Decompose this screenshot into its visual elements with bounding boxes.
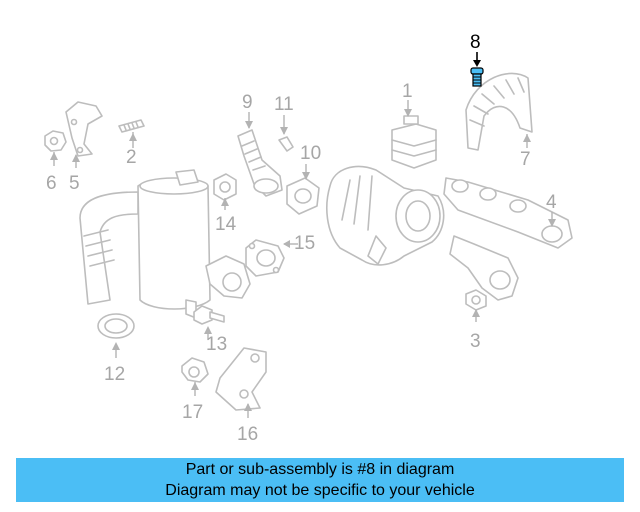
callout-1: 1 [402, 81, 413, 102]
part-7-heat-shield: 7 [465, 72, 533, 170]
callout-5: 5 [69, 173, 80, 194]
part-15-gasket: 15 [245, 233, 315, 277]
callout-16: 16 [237, 424, 258, 445]
banner-line-2: Diagram may not be specific to your vehi… [165, 482, 475, 499]
bolt-head [470, 67, 484, 75]
callout-7: 7 [520, 149, 531, 170]
part-2-stud: 2 [118, 119, 145, 168]
callout-2: 2 [126, 147, 137, 168]
part-4-manifold-gasket: 4 [443, 177, 573, 249]
part-14-nut: 14 [213, 173, 237, 235]
part-10-gasket: 10 [286, 143, 321, 215]
callout-14: 14 [215, 214, 237, 235]
exploded-parts-diagram: 6 5 2 9 11 10 [44, 32, 573, 445]
part-12-catalytic-converter: 12 [79, 169, 251, 385]
callout-10: 10 [300, 143, 321, 164]
info-banner: Part or sub-assembly is #8 in diagram Di… [16, 458, 624, 502]
part-6-nut: 6 [44, 130, 67, 194]
callout-9: 9 [242, 92, 253, 113]
part-8-bolt-highlighted[interactable]: 8 [470, 32, 484, 87]
part-1-turbocharger: 1 [326, 81, 445, 266]
callout-13: 13 [206, 334, 227, 355]
callout-3: 3 [470, 331, 481, 352]
part-3-exhaust-manifold: 3 [449, 235, 519, 352]
callout-8: 8 [470, 32, 481, 53]
callout-12: 12 [104, 364, 125, 385]
part-17-nut: 17 [181, 357, 209, 423]
part-16-bracket: 16 [215, 347, 267, 445]
callout-4: 4 [546, 192, 557, 213]
callout-15: 15 [294, 233, 315, 254]
callout-6: 6 [46, 173, 57, 194]
callout-11: 11 [274, 94, 294, 115]
part-9-boot: 9 [237, 92, 283, 197]
callout-17: 17 [182, 402, 203, 423]
part-5-bracket: 5 [65, 101, 103, 194]
part-13-bolt: 13 [193, 305, 227, 355]
banner-line-1: Part or sub-assembly is #8 in diagram [185, 461, 455, 478]
part-11-bolt: 11 [274, 94, 294, 152]
